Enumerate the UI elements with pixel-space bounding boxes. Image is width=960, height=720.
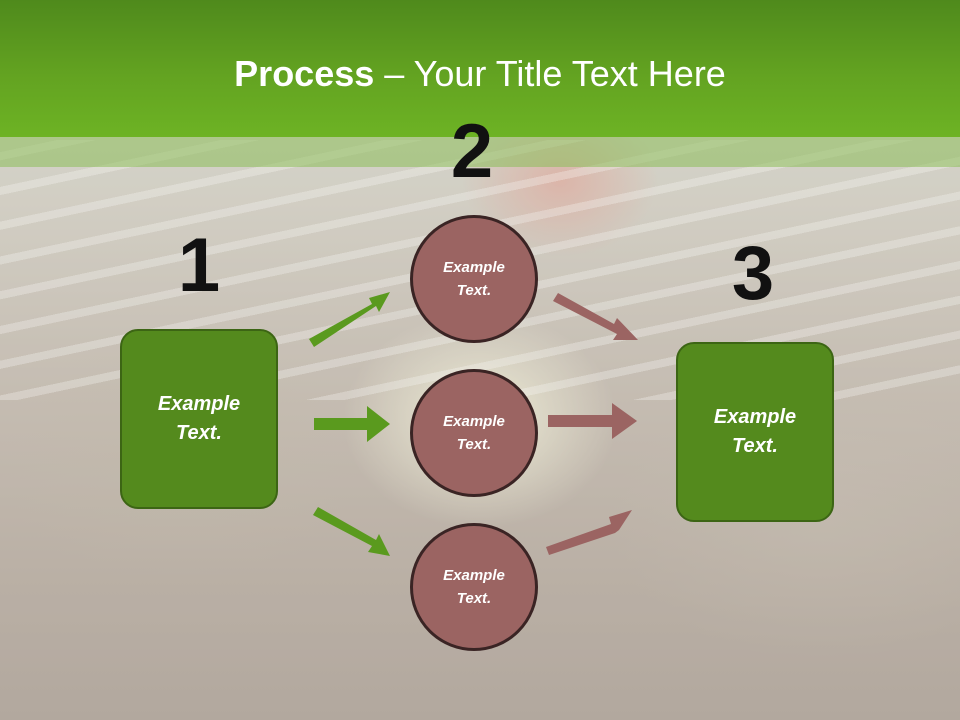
- title-rest: – Your Title Text Here: [374, 53, 726, 94]
- arrow-brown-down-icon: [553, 293, 638, 340]
- circle-top-line2: Text.: [456, 282, 492, 299]
- circle-bottom-line1: Example: [443, 567, 505, 584]
- arrow-green-up-icon: [309, 292, 390, 347]
- left-box-line1: Example: [157, 393, 241, 415]
- title-bar-strip: [0, 137, 960, 167]
- circle-bottom-line2: Text.: [456, 590, 492, 607]
- title-bold: Process: [234, 53, 375, 94]
- circle-top-line1: Example: [443, 259, 505, 276]
- step-number-2: 2: [450, 109, 494, 194]
- step-number-3: 3: [731, 231, 775, 316]
- left-box-line2: Text.: [176, 422, 222, 444]
- title-bar: [0, 0, 960, 137]
- slide-title: Process – Your Title Text Here: [0, 52, 960, 96]
- right-box-line2: Text.: [732, 435, 778, 457]
- arrow-brown-up-icon: [546, 510, 632, 555]
- arrow-brown-right-icon: [548, 403, 637, 439]
- circle-middle-line1: Example: [443, 413, 505, 430]
- circle-middle-line2: Text.: [456, 436, 492, 453]
- right-box-line1: Example: [713, 406, 797, 428]
- step-number-1: 1: [177, 223, 221, 308]
- arrow-green-down-icon: [313, 507, 390, 556]
- arrow-green-right-icon: [314, 406, 390, 442]
